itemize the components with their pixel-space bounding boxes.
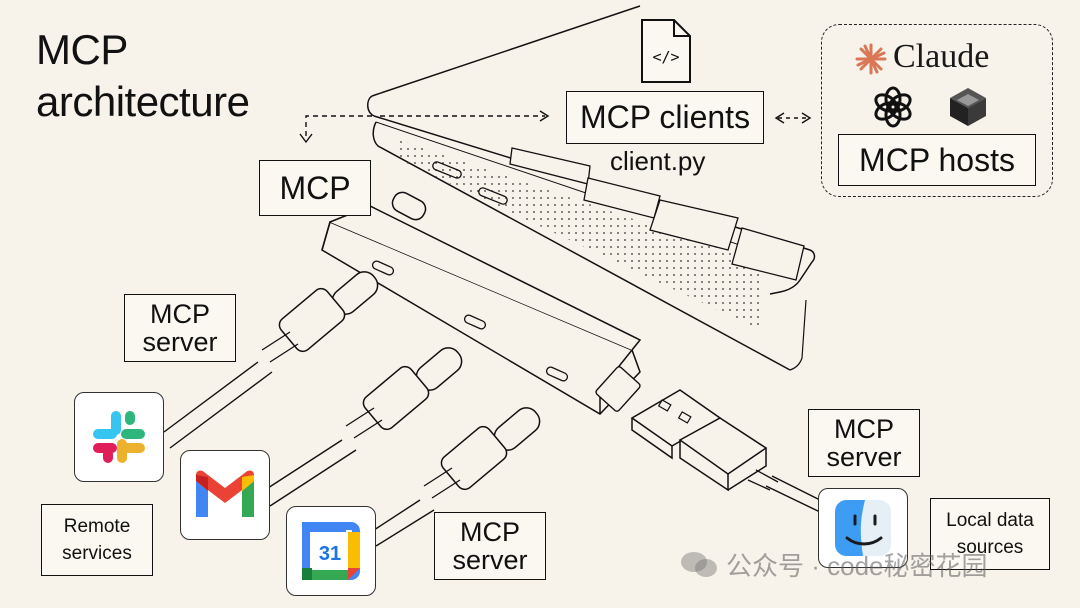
mcp-server-box-top: MCP server (124, 294, 236, 362)
calendar-number: 31 (319, 543, 341, 565)
openai-logo-icon (874, 86, 912, 128)
remote-services-line-1: Remote (63, 516, 131, 537)
watermark: 公众号 · code秘密花园 (680, 546, 988, 583)
slack-tile (74, 392, 164, 482)
server-top-line-1: MCP (150, 299, 210, 329)
mcp-server-box-bottom: MCP server (434, 512, 546, 580)
server-right-line-1: MCP (834, 414, 894, 444)
server-bottom-line-1: MCP (460, 517, 520, 547)
code-file-icon: </> (641, 19, 691, 83)
client-file-label: client.py (610, 146, 706, 176)
diagram-title: MCP architecture (36, 24, 250, 128)
claude-logo-icon (855, 43, 887, 75)
finder-icon (835, 500, 891, 556)
svg-text:</>: </> (652, 48, 679, 66)
mcp-hosts-box: MCP hosts (838, 134, 1036, 186)
watermark-text: 公众号 · code秘密花园 (726, 551, 988, 581)
remote-services-box: Remote services (41, 504, 153, 576)
wechat-icon (681, 551, 717, 577)
local-data-line-1: Local data (946, 510, 1034, 531)
server-bottom-line-2: server (452, 545, 528, 575)
title-line-2: architecture (36, 78, 250, 125)
title-line-1: MCP (36, 26, 128, 73)
finder-tile (818, 488, 908, 568)
gmail-tile (180, 450, 270, 540)
server-top-line-2: server (142, 327, 218, 357)
mcp-server-box-right: MCP server (808, 409, 920, 477)
mcp-label: MCP (279, 169, 351, 206)
claude-wordmark: Claude (893, 38, 990, 75)
cube-logo-icon (950, 88, 986, 126)
google-calendar-icon: 31 (302, 522, 360, 580)
local-data-sources-box: Local data sources (930, 498, 1050, 570)
mcp-clients-box: MCP clients (566, 91, 764, 144)
remote-services-line-2: services (62, 543, 132, 564)
local-data-line-2: sources (956, 537, 1024, 558)
calendar-tile: 31 (286, 506, 376, 596)
gmail-icon (196, 470, 254, 517)
mcp-clients-label: MCP clients (579, 99, 751, 135)
mcp-hosts-group (821, 24, 1053, 197)
server-right-line-2: server (826, 442, 902, 472)
mcp-hosts-label: MCP hosts (859, 141, 1015, 178)
mcp-box: MCP (259, 160, 371, 216)
slack-icon (93, 411, 145, 463)
